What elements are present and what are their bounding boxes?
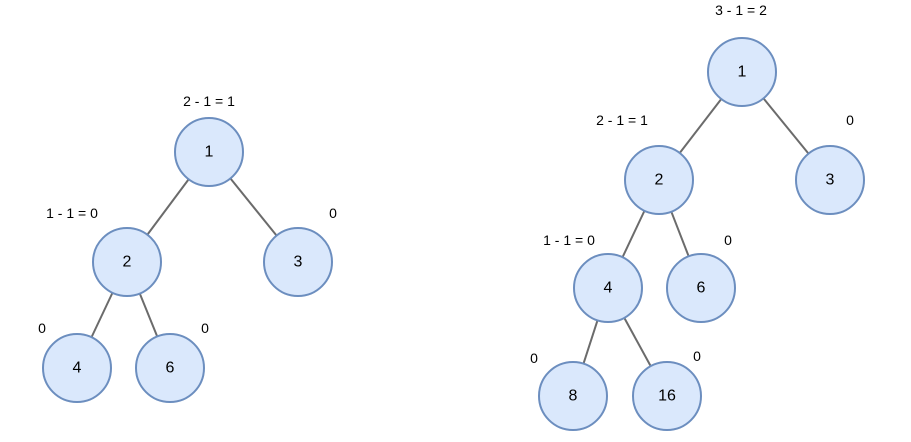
node-annotation: 1 - 1 = 0 [543, 232, 595, 248]
node-label: 3 [826, 172, 835, 189]
tree-edge [90, 292, 114, 338]
node-label: 8 [569, 388, 578, 405]
node-circle [632, 361, 702, 431]
tree-node: 3 [263, 227, 333, 297]
tree-node: 3 [795, 145, 865, 215]
node-annotation: 0 [201, 320, 209, 336]
node-label: 1 [738, 64, 747, 81]
node-annotation: 0 [530, 350, 538, 366]
node-circle [263, 227, 333, 297]
node-label: 4 [73, 360, 82, 377]
node-annotation: 3 - 1 = 2 [715, 2, 767, 18]
node-annotation: 2 - 1 = 1 [596, 112, 648, 128]
node-annotation: 0 [329, 205, 337, 221]
node-circle [92, 227, 162, 297]
edges-layer [90, 97, 810, 367]
node-circle [666, 253, 736, 323]
tree-edge [621, 210, 646, 258]
node-annotation: 2 - 1 = 1 [183, 93, 235, 109]
tree-edge [138, 293, 159, 337]
tree-edge [582, 320, 599, 364]
tree-node: 8 [538, 361, 608, 431]
node-label: 2 [655, 172, 664, 189]
tree-edge [623, 317, 652, 367]
node-circle [42, 333, 112, 403]
node-circle [573, 253, 643, 323]
node-annotation: 0 [846, 112, 854, 128]
tree-edge [678, 98, 723, 154]
node-label: 3 [294, 254, 303, 271]
node-annotation: 0 [38, 320, 46, 336]
node-circle [538, 361, 608, 431]
tree-node: 4 [573, 253, 643, 323]
node-annotation: 0 [693, 348, 701, 364]
node-annotation: 1 - 1 = 0 [46, 205, 98, 221]
tree-edge [670, 211, 690, 257]
node-circle [174, 117, 244, 187]
tree-edge [762, 97, 810, 155]
tree-edge [146, 178, 190, 236]
tree-node: 16 [632, 361, 702, 431]
annotations-layer: 2 - 1 = 1 1 - 1 = 0 0 0 0 3 - 1 = 2 2 - 1 = 1 0… [38, 2, 854, 366]
tree-node: 1 [707, 37, 777, 107]
node-label: 2 [123, 254, 132, 271]
tree-node: 6 [666, 253, 736, 323]
tree-node: 2 [624, 145, 694, 215]
node-annotation: 0 [724, 232, 732, 248]
tree-node: 4 [42, 333, 112, 403]
node-label: 6 [697, 280, 706, 297]
tree-node: 2 [92, 227, 162, 297]
node-label: 16 [658, 388, 676, 405]
node-circle [135, 333, 205, 403]
tree-node: 1 [174, 117, 244, 187]
node-label: 1 [205, 144, 214, 161]
tree-edge [229, 177, 278, 237]
node-circle [795, 145, 865, 215]
tree-node: 6 [135, 333, 205, 403]
node-circle [707, 37, 777, 107]
node-circle [624, 145, 694, 215]
nodes-layer: 1 2 3 4 6 1 2 3 4 6 8 16 [42, 37, 865, 431]
node-label: 4 [604, 280, 613, 297]
node-label: 6 [166, 360, 175, 377]
